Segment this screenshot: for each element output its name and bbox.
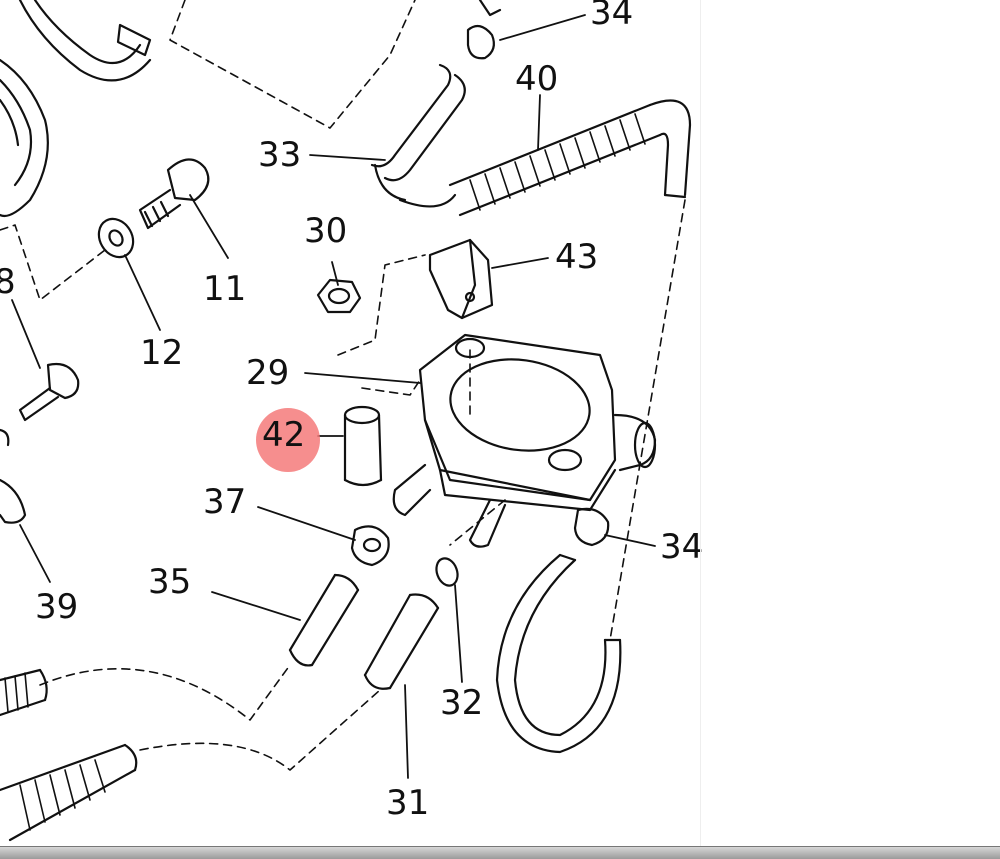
clamp-34-top <box>466 0 502 60</box>
dashed-leader-top <box>0 0 416 301</box>
o-ring-32 <box>435 557 459 587</box>
tube-31 <box>363 593 440 690</box>
clamp-34-right <box>573 507 610 547</box>
clamp-37 <box>350 525 390 567</box>
nut-30 <box>316 278 362 314</box>
dashed-leader-nut <box>337 254 426 356</box>
tube-35 <box>288 573 360 667</box>
bracket-43 <box>428 238 494 320</box>
callout-33[interactable]: 33 <box>258 135 302 175</box>
fuel-pump-29 <box>392 333 657 548</box>
callout-34-top[interactable]: 34 <box>590 0 634 33</box>
intake-ring-part <box>0 0 152 218</box>
callout-35[interactable]: 35 <box>148 562 192 602</box>
callout-43[interactable]: 43 <box>555 237 599 277</box>
callout-29[interactable]: 29 <box>246 353 290 393</box>
bolt-11 <box>138 158 210 230</box>
callout-39[interactable]: 39 <box>35 587 79 627</box>
washer-12 <box>97 217 135 259</box>
hose-33 <box>370 63 466 208</box>
callout-11[interactable]: 11 <box>203 269 247 309</box>
callout-40[interactable]: 40 <box>515 59 559 99</box>
callout-34-right[interactable]: 34 <box>660 527 704 567</box>
bolt-8 <box>18 362 80 422</box>
callout-32[interactable]: 32 <box>440 683 484 723</box>
callout-leaders <box>11 14 656 779</box>
sleeve-42 <box>343 405 383 487</box>
callout-30[interactable]: 30 <box>304 211 348 251</box>
callout-42[interactable]: 42 <box>262 415 306 455</box>
fitting-39 <box>0 428 27 524</box>
dashed-leader-bottom <box>39 199 686 771</box>
u-hose <box>495 553 622 754</box>
callout-37[interactable]: 37 <box>203 482 247 522</box>
image-right-edge <box>700 0 701 846</box>
spring-hose-bottom-left <box>0 668 138 842</box>
callout-8[interactable]: 8 <box>0 262 16 302</box>
callout-12[interactable]: 12 <box>140 333 184 373</box>
horizontal-scrollbar[interactable] <box>0 846 1000 859</box>
highlight-circle-part-42 <box>256 408 320 472</box>
spring-hose-40 <box>448 99 692 217</box>
callout-31[interactable]: 31 <box>386 783 430 823</box>
